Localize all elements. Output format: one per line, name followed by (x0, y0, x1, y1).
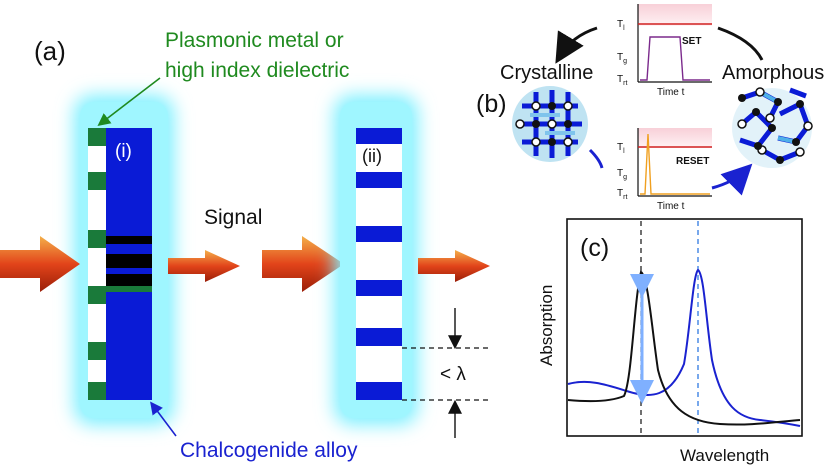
amorphous-network-icon (732, 87, 813, 168)
crystalline-lattice-icon (512, 86, 588, 162)
signal-label: Signal (204, 206, 262, 229)
set-temperature-plot (637, 4, 712, 83)
element-i-amorphous-band (106, 236, 152, 292)
chalcogenide-pointer-arrow (150, 401, 177, 437)
plasmonic-label-line2: high index dielectric (165, 59, 349, 82)
reset-temperature-plot (637, 128, 712, 197)
plasmonic-pointer-arrow (97, 77, 161, 126)
input-signal-arrow-2 (262, 236, 344, 292)
wavelength-xlabel: Wavelength (680, 446, 769, 465)
set-pulse-trace (640, 36, 710, 81)
reset-ytick-tg: Tg (617, 168, 627, 181)
absorption-ylabel: Absorption (537, 285, 556, 366)
crystalline-to-amorphous-arrow (588, 148, 604, 169)
panel-c-label: (c) (580, 234, 609, 262)
panel-a-label: (a) (34, 36, 66, 66)
element-i-label: (i) (115, 141, 132, 162)
chalcogenide-label: Chalcogenide alloy (180, 439, 358, 462)
set-ytick-tl: Tl (617, 19, 625, 32)
input-signal-arrow-1 (0, 236, 80, 292)
spacing-indicator (402, 308, 492, 438)
output-signal-arrow-2 (418, 250, 490, 282)
spacing-label: < λ (440, 364, 466, 385)
element-i-plasmonic-column (88, 128, 106, 400)
output-signal-arrow-1 (168, 250, 240, 282)
reset-to-amorphous-arrow (711, 163, 753, 196)
plasmonic-label-line1: Plasmonic metal or (165, 29, 344, 52)
reset-ytick-tl: Tl (617, 142, 625, 155)
reset-xlabel: Time t (657, 201, 685, 212)
amorphous-to-crystalline-arrow (555, 26, 598, 64)
set-xlabel: Time t (657, 87, 685, 98)
element-ii-striped-column (356, 128, 402, 400)
set-title: SET (682, 36, 701, 47)
reset-pulse-trace (640, 133, 710, 195)
panel-b-label: (b) (476, 90, 507, 118)
set-ytick-tg: Tg (617, 52, 627, 65)
amorphous-label: Amorphous (722, 62, 824, 84)
reset-title: RESET (676, 156, 709, 167)
set-ytick-trt: Trt (617, 74, 627, 87)
reset-ytick-trt: Trt (617, 188, 627, 201)
element-ii-label: (ii) (362, 146, 382, 166)
set-to-amorphous-curve (717, 26, 764, 61)
crystalline-label: Crystalline (500, 62, 593, 84)
